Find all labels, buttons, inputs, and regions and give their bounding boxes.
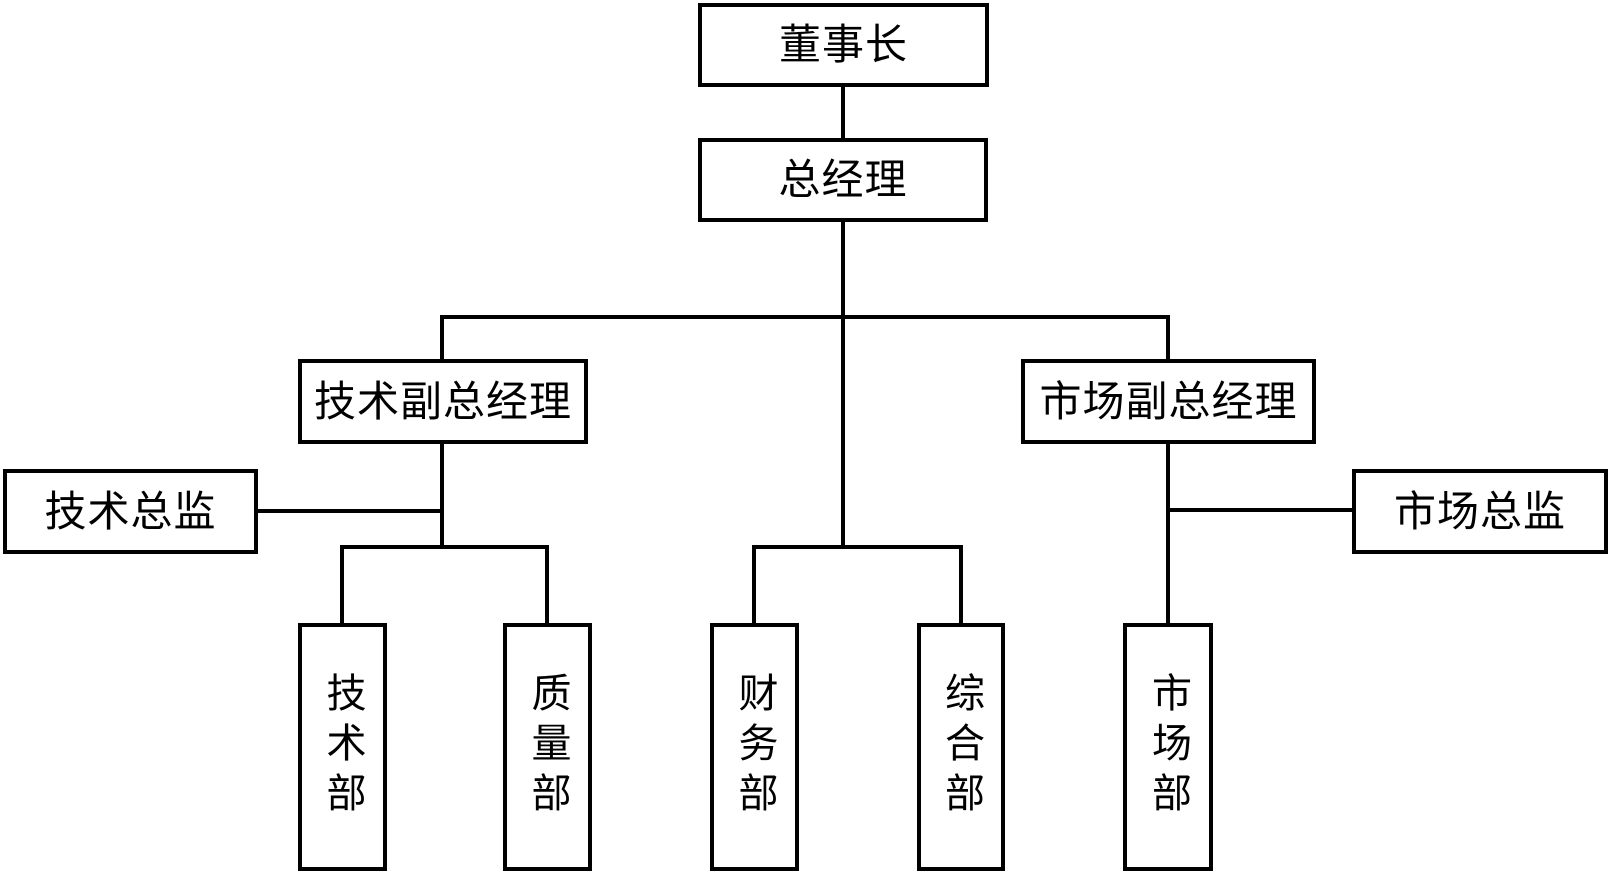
node-tech-director: 技术总监 xyxy=(3,469,258,554)
connector-drop-general-dept xyxy=(959,545,963,623)
node-market-director: 市场总监 xyxy=(1352,469,1608,554)
node-market-director-label: 市场总监 xyxy=(1393,487,1566,535)
node-quality-dept: 质量部 xyxy=(503,623,592,871)
node-market-dept: 市场部 xyxy=(1123,623,1213,871)
node-finance-dept: 财务部 xyxy=(710,623,799,871)
node-tech-director-label: 技术总监 xyxy=(44,487,217,535)
node-market-vice-gm-label: 市场副总经理 xyxy=(1039,377,1298,425)
connector-drop-tech-vice-gm xyxy=(440,315,444,360)
connector-chairman-gm xyxy=(841,86,845,138)
connector-market-vice-gm-down xyxy=(1166,443,1170,623)
node-general-manager: 总经理 xyxy=(698,138,988,222)
node-market-dept-label: 市场部 xyxy=(1146,672,1190,822)
connector-mid-sub-branch xyxy=(752,545,963,549)
node-general-dept: 综合部 xyxy=(917,623,1005,871)
connector-tech-director xyxy=(258,509,442,513)
node-tech-vice-gm-label: 技术副总经理 xyxy=(313,377,572,425)
node-tech-dept: 技术部 xyxy=(298,623,387,871)
connector-main-branch xyxy=(440,315,1170,319)
connector-tech-vice-gm-down xyxy=(440,443,444,549)
connector-drop-market-vice-gm xyxy=(1166,315,1170,360)
node-general-dept-label: 综合部 xyxy=(939,672,983,822)
node-chairman-label: 董事长 xyxy=(778,21,908,68)
connector-drop-quality-dept xyxy=(545,545,549,623)
node-general-manager-label: 总经理 xyxy=(778,156,908,203)
node-finance-dept-label: 财务部 xyxy=(732,672,777,822)
node-tech-vice-gm: 技术副总经理 xyxy=(298,359,588,444)
node-market-vice-gm: 市场副总经理 xyxy=(1021,359,1316,444)
connector-left-sub-branch xyxy=(340,545,549,549)
connector-drop-finance-dept xyxy=(752,545,756,623)
node-chairman: 董事长 xyxy=(698,3,989,87)
connector-market-director xyxy=(1166,508,1352,512)
node-tech-dept-label: 技术部 xyxy=(320,672,365,822)
connector-drop-tech-dept xyxy=(340,545,344,623)
connector-gm-trunk xyxy=(841,221,845,549)
node-quality-dept-label: 质量部 xyxy=(525,672,570,822)
